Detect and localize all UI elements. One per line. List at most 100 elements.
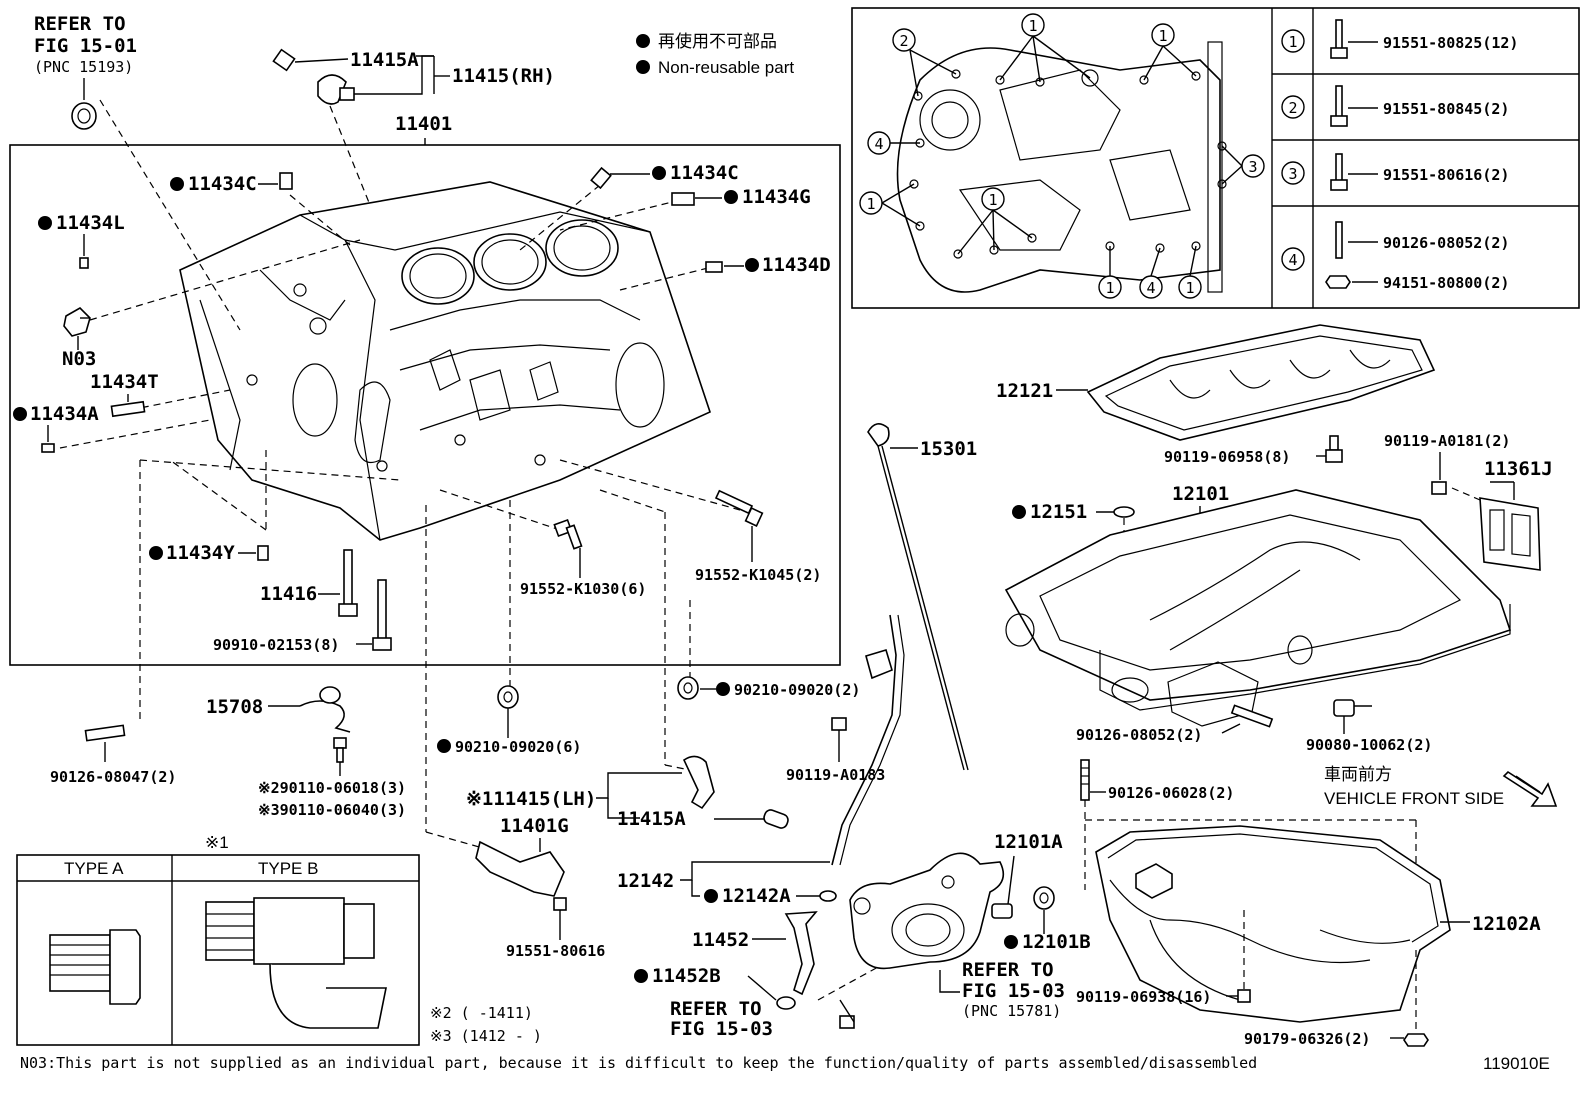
legend-en: Non-reusable part [658, 58, 794, 77]
bolt-icon [1329, 435, 1339, 451]
bolt-table-row: 4 90126-08052(2) 94151-80800(2) [1281, 221, 1509, 292]
plug-11434d-icon [705, 261, 723, 273]
drain-plug-icon [991, 903, 1013, 919]
non-reusable-dot-icon [636, 34, 650, 48]
refer-line-1: REFER TO [34, 13, 126, 35]
oil-jet-15708-icon [299, 700, 351, 733]
label-390110: ※390110-06040(3) [258, 801, 406, 819]
refer-line-2: FIG 15-01 [34, 35, 137, 57]
label-11434G: 11434G [742, 186, 811, 208]
label-11434T: 11434T [90, 371, 159, 393]
stud-icon [1080, 759, 1090, 801]
bolt-91552-k1045-icon [714, 489, 754, 515]
label-91551-80616: 91551-80616 [506, 942, 605, 960]
label-90080-10062: 90080-10062(2) [1306, 736, 1432, 754]
refer-bottom-l1: REFER TO [670, 998, 762, 1020]
inset-marker: 1 [1158, 27, 1167, 45]
inset-marker: 1 [988, 191, 997, 209]
bolt-icon [1333, 699, 1355, 717]
bolt-part-number: 94151-80800(2) [1383, 274, 1509, 292]
nut-icon [1325, 275, 1351, 289]
non-reusable-dot-icon [13, 407, 27, 421]
bolt-part-number: 90126-08052(2) [1383, 234, 1509, 252]
label-91552-K1045: 91552-K1045(2) [695, 566, 821, 584]
bolt-icon [831, 717, 847, 731]
oil-jet-icon [317, 74, 347, 105]
refer-bottom-l2: FIG 15-03 [670, 1018, 773, 1040]
refer-mid-l3: (PNC 15781) [962, 1002, 1061, 1020]
plug-11434g-icon [671, 192, 695, 206]
label-12142A: 12142A [722, 885, 791, 907]
non-reusable-dot-icon [149, 546, 163, 560]
front-jp: 車両前方 [1324, 765, 1392, 784]
non-reusable-dot-icon [716, 682, 730, 696]
union-11401g-icon [475, 840, 565, 897]
label-90119-06958: 90119-06958(8) [1164, 448, 1290, 466]
label-11434A: 11434A [30, 403, 99, 425]
type-b-header: TYPE B [258, 859, 318, 878]
stud-icon [1230, 704, 1274, 728]
pin-11434a-icon [41, 443, 55, 453]
bolt-icon [1335, 19, 1343, 51]
cylinder-block-drawing [179, 181, 711, 541]
dipstick-guide-icon [831, 614, 897, 866]
label-91552-K1030: 91552-K1030(6) [520, 580, 646, 598]
lower-oil-pan-icon [1095, 825, 1451, 1023]
non-reusable-dot-icon [745, 258, 759, 272]
pin-11434l-icon [79, 257, 89, 269]
oil-jet-lh-icon [682, 755, 715, 810]
block-small-parts: 11434C 11434C 11434G 11434L 11434D N03 1… [13, 162, 831, 654]
figure-number: 119010E [1483, 1054, 1550, 1073]
non-reusable-dot-icon [1004, 935, 1018, 949]
gasket-90210-icon [677, 676, 699, 700]
label-11361J: 11361J [1484, 458, 1553, 480]
cylinder-bore-icon [401, 247, 475, 305]
label-90119-A0181: 90119-A0181(2) [1384, 432, 1510, 450]
bolt-part-number: 91551-80616(2) [1383, 166, 1509, 184]
bolt-icon [1237, 989, 1251, 1003]
inset-marker: 3 [1248, 158, 1257, 176]
oil-seal-icon [71, 102, 97, 130]
type-a-header: TYPE A [64, 859, 124, 878]
lower-left-parts: 90126-08047(2) 15708 ※290110-06018(3) ※3… [50, 676, 860, 960]
non-reusable-dot-icon [704, 889, 718, 903]
o-ring-icon [1113, 506, 1135, 518]
bolt-icon [1335, 85, 1343, 119]
type-table: ※1 TYPE A TYPE B [16, 833, 420, 1046]
label-90126-08047: 90126-08047(2) [50, 768, 176, 786]
legend: 再使用不可部品 Non-reusable part [636, 31, 794, 77]
stud-90126-08047-icon [84, 724, 126, 742]
bolt-11416-icon [343, 549, 353, 607]
inset-marker: 4 [874, 135, 883, 153]
label-N03: N03 [62, 348, 96, 370]
label-90210-09020-b: 90210-09020(2) [734, 681, 860, 699]
bolt-part-number: 91551-80845(2) [1383, 100, 1509, 118]
plug-11434c-icon [279, 172, 293, 190]
type-b-union-icon [205, 897, 387, 1029]
inset-marker: 1 [1028, 17, 1037, 35]
note-2: ※2 ( -1411) [430, 1004, 533, 1022]
cylinder-block-icon [179, 181, 711, 541]
n03-plug-icon [63, 307, 91, 337]
label-11434C-left: 11434C [188, 173, 257, 195]
label-90126-06028: 90126-06028(2) [1108, 784, 1234, 802]
label-11401: 11401 [395, 113, 452, 135]
label-11416: 11416 [260, 583, 317, 605]
type-table-mark: ※1 [205, 833, 229, 852]
label-12101: 12101 [1172, 483, 1229, 505]
label-12102A: 12102A [1472, 913, 1541, 935]
bolt-table-row: 2 91551-80845(2) [1281, 85, 1509, 127]
bolt-row-number: 3 [1288, 165, 1297, 183]
label-11452B: 11452B [652, 965, 721, 987]
plug-11434c-icon [590, 166, 612, 190]
front-arrow-icon [1502, 770, 1558, 807]
bolt-table-row: 3 91551-80616(2) [1281, 153, 1509, 191]
plug-icon [272, 48, 296, 72]
notes: ※2 ( -1411) ※3 (1412 - ) N03:This part i… [20, 1004, 1550, 1073]
inset-marker: 1 [1105, 279, 1114, 297]
inset-markers: 1 1 2 4 1 1 3 1 4 1 [859, 13, 1265, 299]
bolt-row-number: 2 [1288, 99, 1297, 117]
baffle-plate-icon [1086, 324, 1436, 441]
note-3: ※3 (1412 - ) [430, 1027, 542, 1045]
